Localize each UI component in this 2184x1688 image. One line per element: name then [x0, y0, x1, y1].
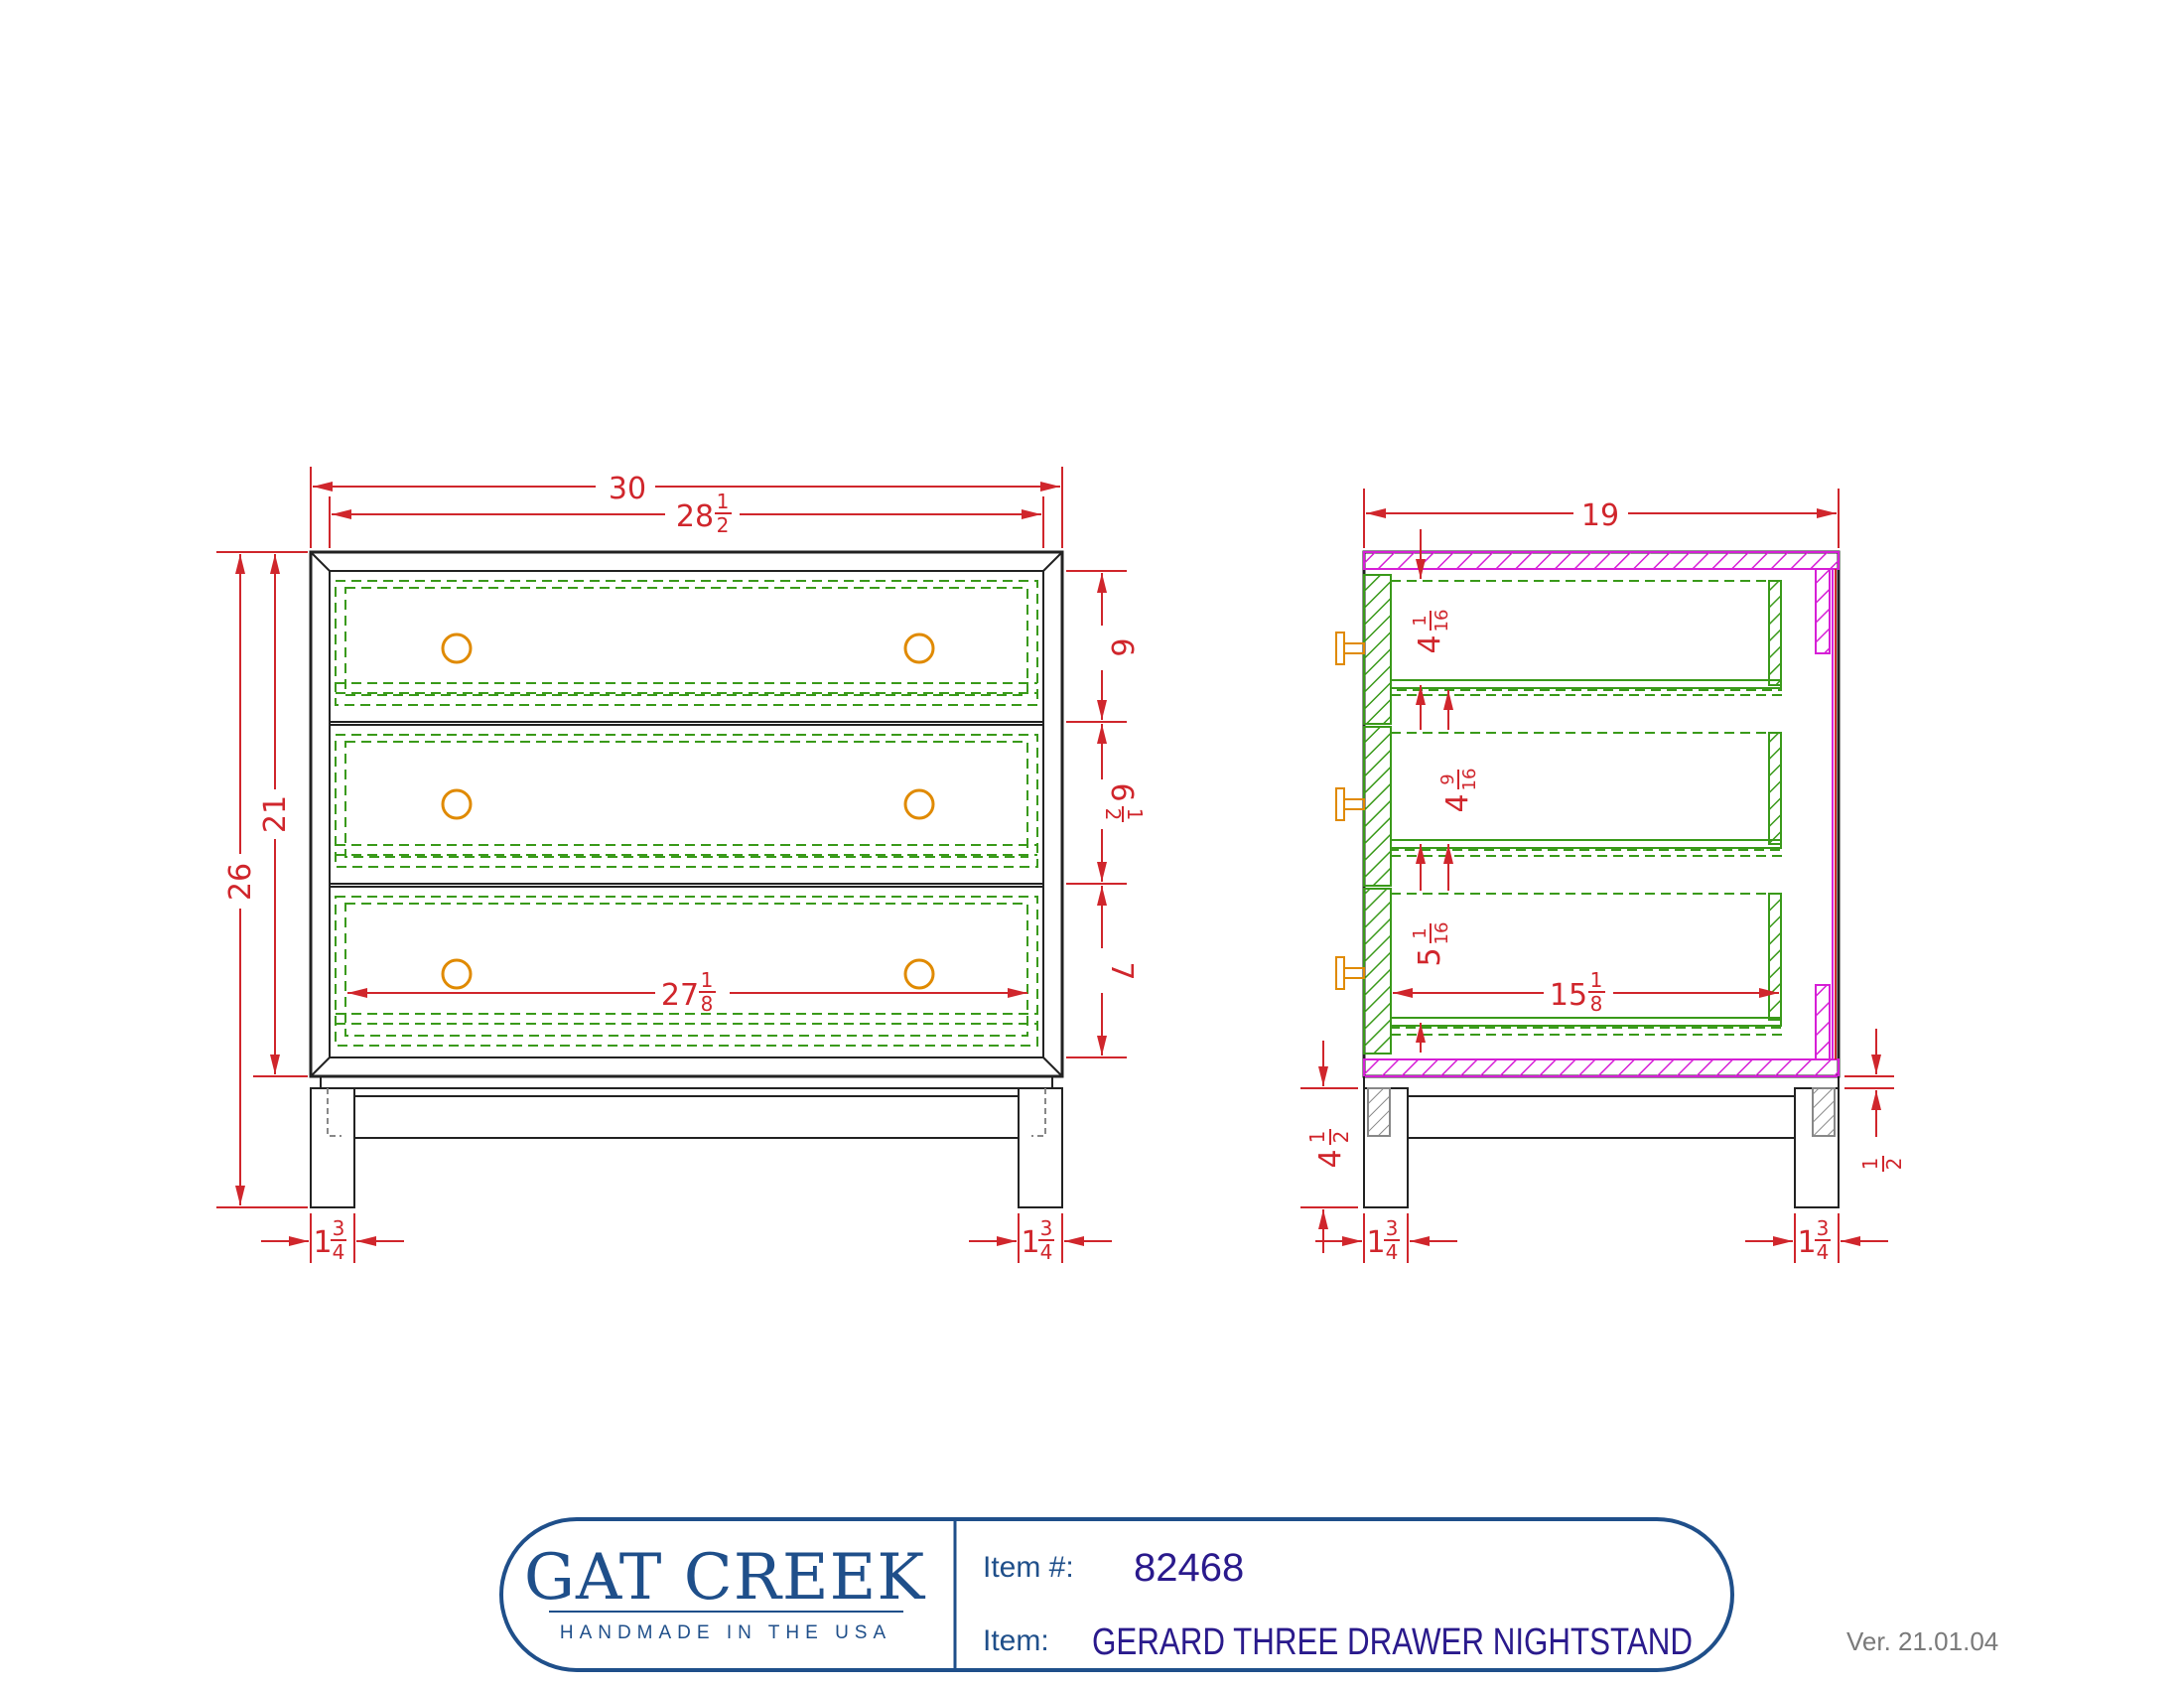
svg-text:27: 27	[661, 978, 699, 1013]
svg-text:16: 16	[1459, 769, 1480, 791]
svg-text:4: 4	[1413, 634, 1447, 653]
svg-text:16: 16	[1432, 610, 1452, 633]
svg-text:2: 2	[1882, 1158, 1906, 1171]
dim-stretcher: 1 2	[1858, 1156, 1906, 1172]
dim-overall-height: 26	[223, 863, 258, 901]
side-drawer-boxes	[1390, 580, 1787, 1036]
svg-text:16: 16	[1432, 922, 1452, 945]
svg-text:28: 28	[676, 499, 714, 534]
dim-leg-right: 1 3 4	[1021, 1216, 1054, 1264]
svg-text:1: 1	[1858, 1158, 1882, 1171]
svg-text:2: 2	[1101, 808, 1125, 821]
svg-text:1: 1	[1021, 1225, 1039, 1260]
brand-logo: GAT CREEK	[524, 1541, 925, 1615]
svg-text:4: 4	[1386, 1240, 1399, 1264]
svg-text:8: 8	[701, 992, 714, 1016]
svg-text:1: 1	[1410, 615, 1431, 626]
dim-box2-height: 4 9 16	[1437, 769, 1480, 813]
svg-text:1: 1	[1797, 1225, 1816, 1260]
side-drawer-front-1	[1363, 574, 1392, 725]
drawer-front-2	[329, 724, 1044, 885]
knob-icon	[441, 633, 473, 664]
pull-icon	[1335, 632, 1365, 665]
side-drawer-front-3	[1363, 888, 1392, 1055]
drawer-front-3	[329, 886, 1044, 1058]
brand-tagline: HANDMADE IN THE USA	[560, 1622, 891, 1643]
dim-box-depth: 15 1 8	[1550, 968, 1605, 1016]
dim-overall-depth: 19	[1581, 498, 1619, 533]
front-leg-right	[1018, 1087, 1063, 1208]
svg-text:4: 4	[1040, 1240, 1053, 1264]
knob-icon	[441, 788, 473, 820]
svg-text:4: 4	[333, 1240, 345, 1264]
svg-text:3: 3	[1817, 1216, 1830, 1240]
svg-text:2: 2	[717, 513, 730, 537]
svg-text:5: 5	[1413, 947, 1447, 966]
dim-box1-height: 4 1 16	[1410, 610, 1452, 654]
svg-text:8: 8	[1590, 992, 1603, 1016]
pull-icon	[1335, 787, 1365, 821]
dim-leg-back: 1 3 4	[1797, 1216, 1831, 1264]
item-number-label: Item #:	[983, 1551, 1074, 1584]
side-bottom-panel	[1363, 1058, 1840, 1077]
svg-text:2: 2	[1329, 1131, 1353, 1144]
version-label: Ver. 21.01.04	[1846, 1626, 1998, 1656]
title-block-frame	[499, 1517, 1734, 1672]
front-leg-left	[310, 1087, 355, 1208]
svg-text:1: 1	[717, 490, 730, 513]
dim-drawer2-height: 6 1 2	[1101, 782, 1147, 822]
pulls	[1335, 632, 1365, 990]
knobs	[441, 633, 935, 990]
svg-text:3: 3	[1040, 1216, 1053, 1240]
side-drawer-front-2	[1363, 726, 1392, 887]
dim-leg-front: 1 3 4	[1366, 1216, 1400, 1264]
svg-text:1: 1	[313, 1225, 332, 1260]
dim-leg-left: 1 3 4	[313, 1216, 346, 1264]
svg-text:1: 1	[1123, 808, 1147, 821]
svg-text:4: 4	[1313, 1149, 1348, 1168]
dim-drawer1-height: 6	[1104, 637, 1139, 656]
item-name-label: Item:	[983, 1624, 1049, 1657]
svg-text:15: 15	[1550, 978, 1587, 1013]
svg-text:1: 1	[1366, 1225, 1385, 1260]
item-name: GERARD THREE DRAWER NIGHTSTAND	[1092, 1621, 1693, 1663]
knob-icon	[903, 958, 935, 990]
dim-box3-height: 5 1 16	[1410, 922, 1452, 967]
svg-text:6: 6	[1104, 782, 1139, 801]
svg-text:1: 1	[701, 968, 714, 992]
dim-drawer3-height: 7	[1104, 961, 1139, 980]
svg-text:3: 3	[1386, 1216, 1399, 1240]
title-block: GAT CREEK HANDMADE IN THE USA Item #: 82…	[499, 1517, 1734, 1672]
dim-drawer-width: 27 1 8	[661, 968, 716, 1016]
svg-text:9: 9	[1437, 774, 1458, 784]
front-elevation: 30 28 1 2 26 21 6 6 1 2 7 27 1 8 1 3 4	[216, 467, 1147, 1264]
svg-text:3: 3	[333, 1216, 345, 1240]
front-drawer-boxes	[335, 580, 1038, 1047]
dim-top-width: 28 1 2	[676, 490, 732, 537]
item-number: 82468	[1134, 1546, 1244, 1590]
svg-text:1: 1	[1410, 927, 1431, 938]
knob-icon	[441, 958, 473, 990]
drawer-front-1	[329, 570, 1044, 723]
svg-text:1: 1	[1590, 968, 1603, 992]
side-section: 19 4 1 16 4 9 16 5 1 16 15 1 8 4 1	[1300, 489, 1906, 1264]
svg-text:4: 4	[1440, 793, 1475, 812]
knob-icon	[903, 633, 935, 664]
svg-text:1: 1	[1305, 1131, 1329, 1144]
pull-icon	[1335, 956, 1365, 990]
front-base-rail	[320, 1075, 1053, 1089]
dim-overall-width: 30	[609, 472, 646, 506]
svg-text:4: 4	[1817, 1240, 1830, 1264]
side-top-panel	[1363, 551, 1840, 570]
dim-leg-height: 4 1 2	[1305, 1129, 1353, 1169]
dim-case-height: 21	[258, 795, 293, 833]
knob-icon	[903, 788, 935, 820]
